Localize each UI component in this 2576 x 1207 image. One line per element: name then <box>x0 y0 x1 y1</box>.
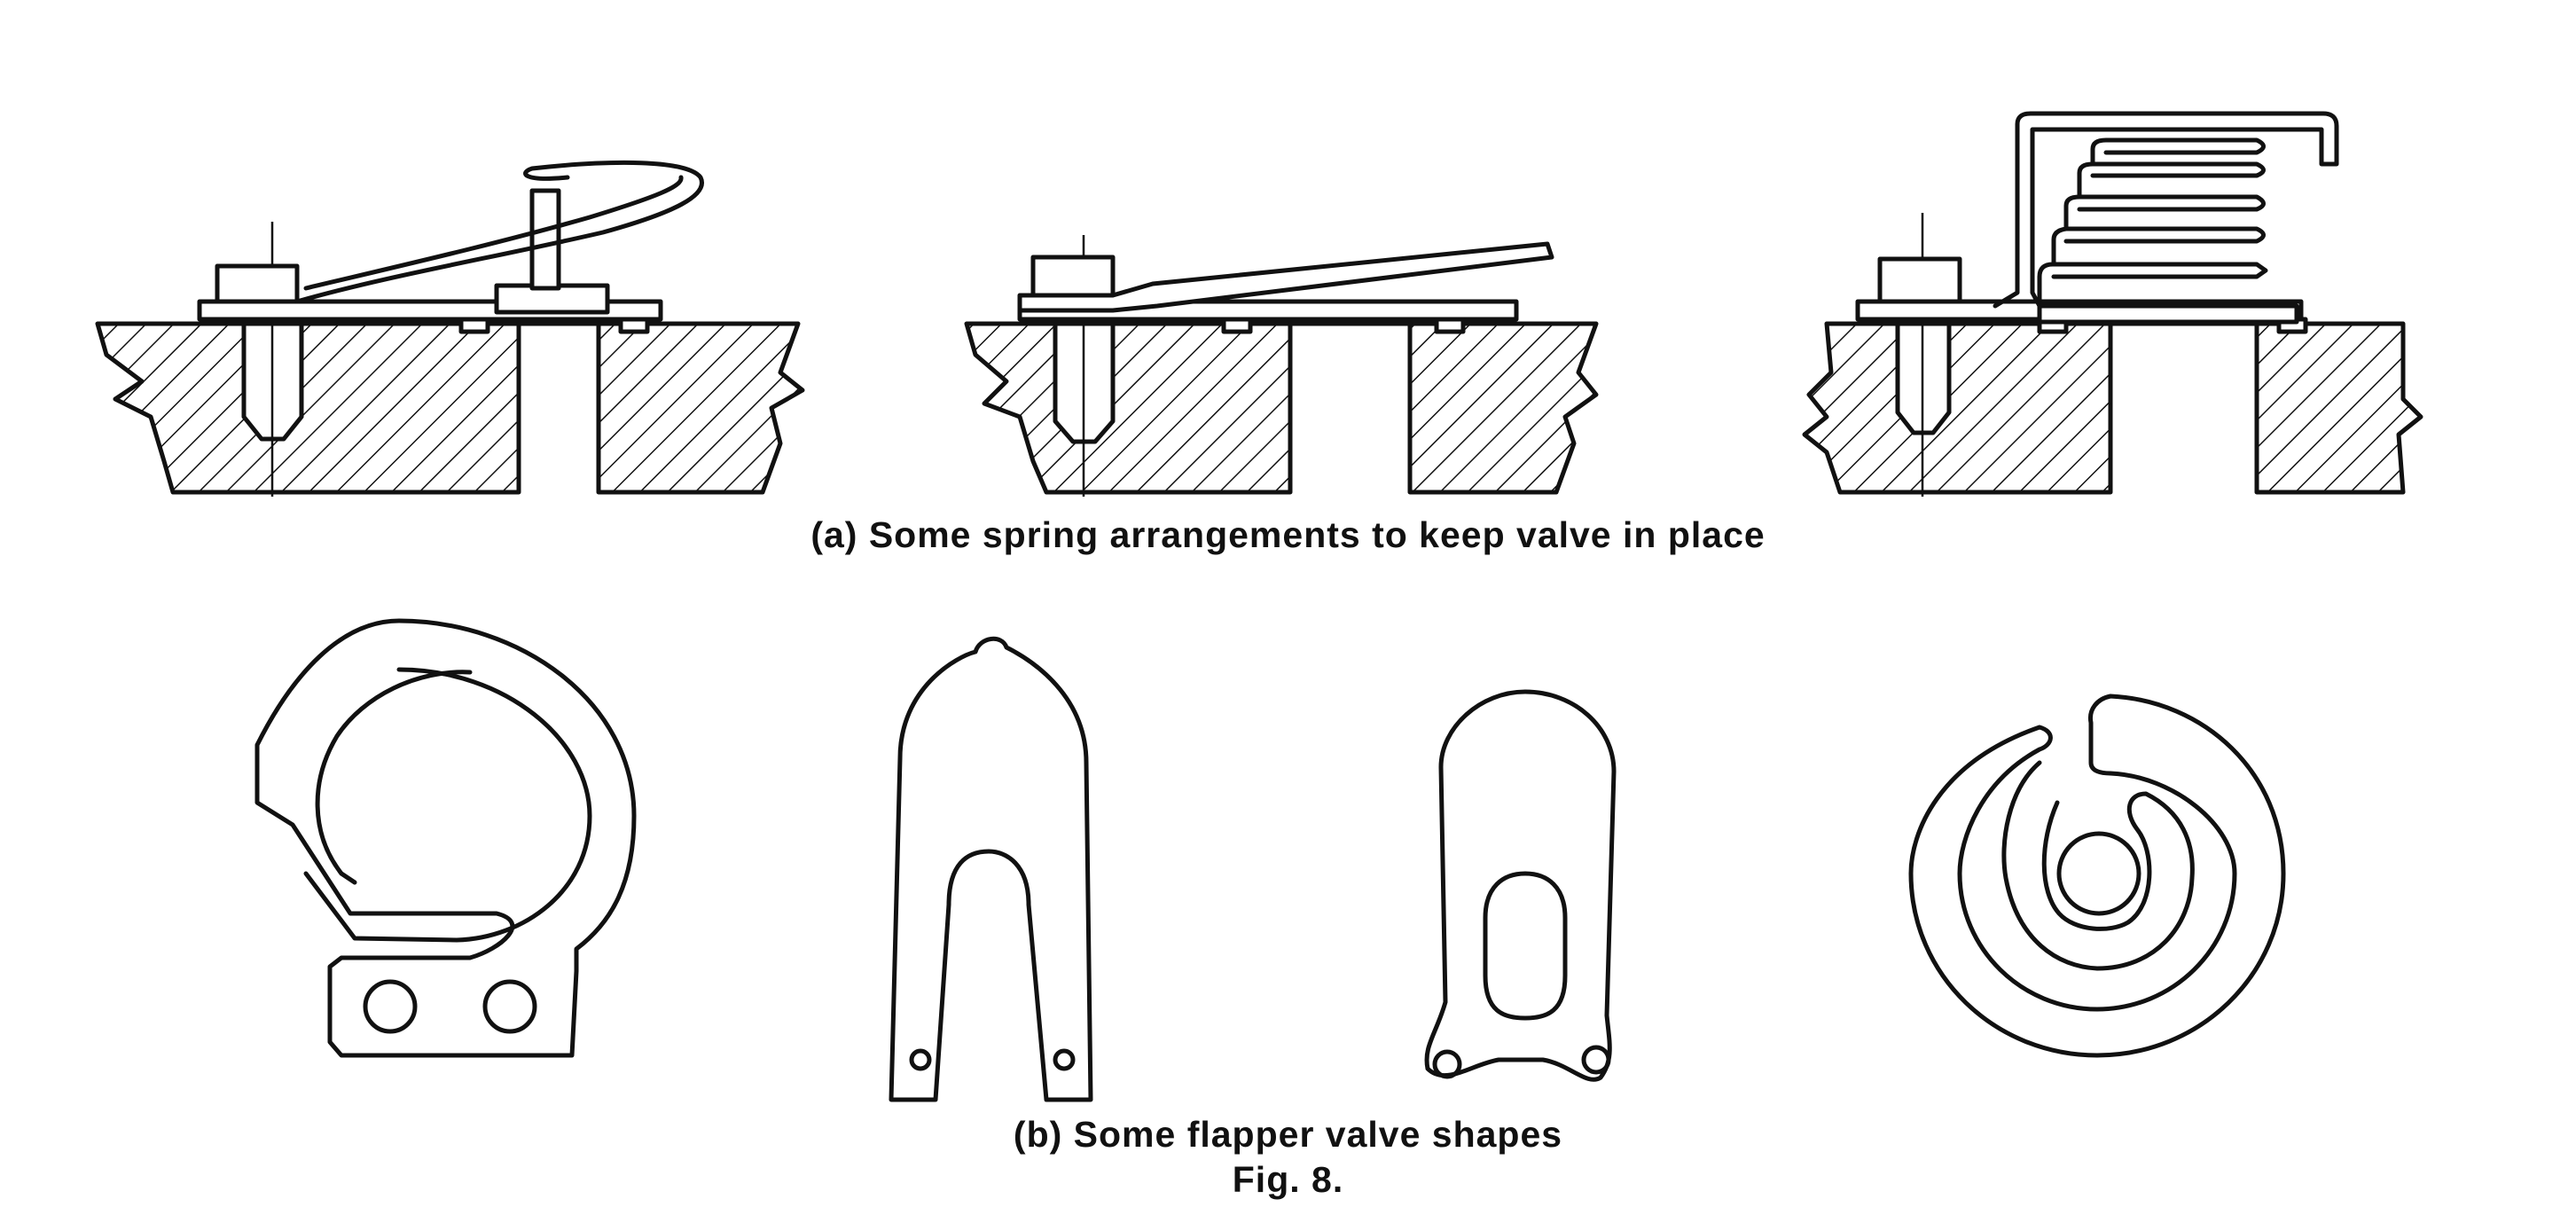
valve-seat-block-right <box>596 321 805 495</box>
spring-arrangement-zigzag <box>1802 111 2423 497</box>
valve-seat-block-right <box>2254 321 2423 495</box>
zigzag-spring <box>1993 111 2339 309</box>
spring-arrangement-leaf <box>964 235 1599 497</box>
caption-spring-arrangements: (a) Some spring arrangements to keep val… <box>810 514 1766 555</box>
spring-base <box>2037 303 2299 325</box>
rivet-hole-right <box>1053 1048 1076 1071</box>
valve-slot <box>1483 871 1568 1021</box>
flapper-shape-forked <box>889 637 1093 1102</box>
rivet-hole-left <box>1432 1049 1462 1079</box>
caption-flapper-shapes: (b) Some flapper valve shapes <box>1013 1114 1563 1155</box>
bolt-head <box>1877 256 1962 304</box>
valve-seat-block-left <box>964 321 1293 495</box>
rivet-hole-left <box>909 1048 932 1071</box>
center-hole <box>2056 831 2141 916</box>
spring-arrangement-coiled <box>95 160 805 497</box>
leaf-spring <box>1017 241 1554 313</box>
bolt-head <box>1030 255 1116 302</box>
rivet-hole-right <box>1581 1045 1611 1075</box>
curled-spring <box>294 160 704 304</box>
valve-seat-block-right <box>1407 321 1599 495</box>
flapper-shape-slotted <box>1424 689 1617 1082</box>
valve-seat-block-left <box>1802 321 2113 495</box>
figure-label: Fig. 8. <box>1232 1159 1344 1200</box>
mounting-hole-left <box>363 979 418 1034</box>
flapper-shape-spiral <box>1908 694 2286 1058</box>
flapper-shape-c-ring <box>254 618 637 1058</box>
mounting-hole-right <box>482 979 537 1034</box>
valve-seat-block-left <box>95 321 521 495</box>
